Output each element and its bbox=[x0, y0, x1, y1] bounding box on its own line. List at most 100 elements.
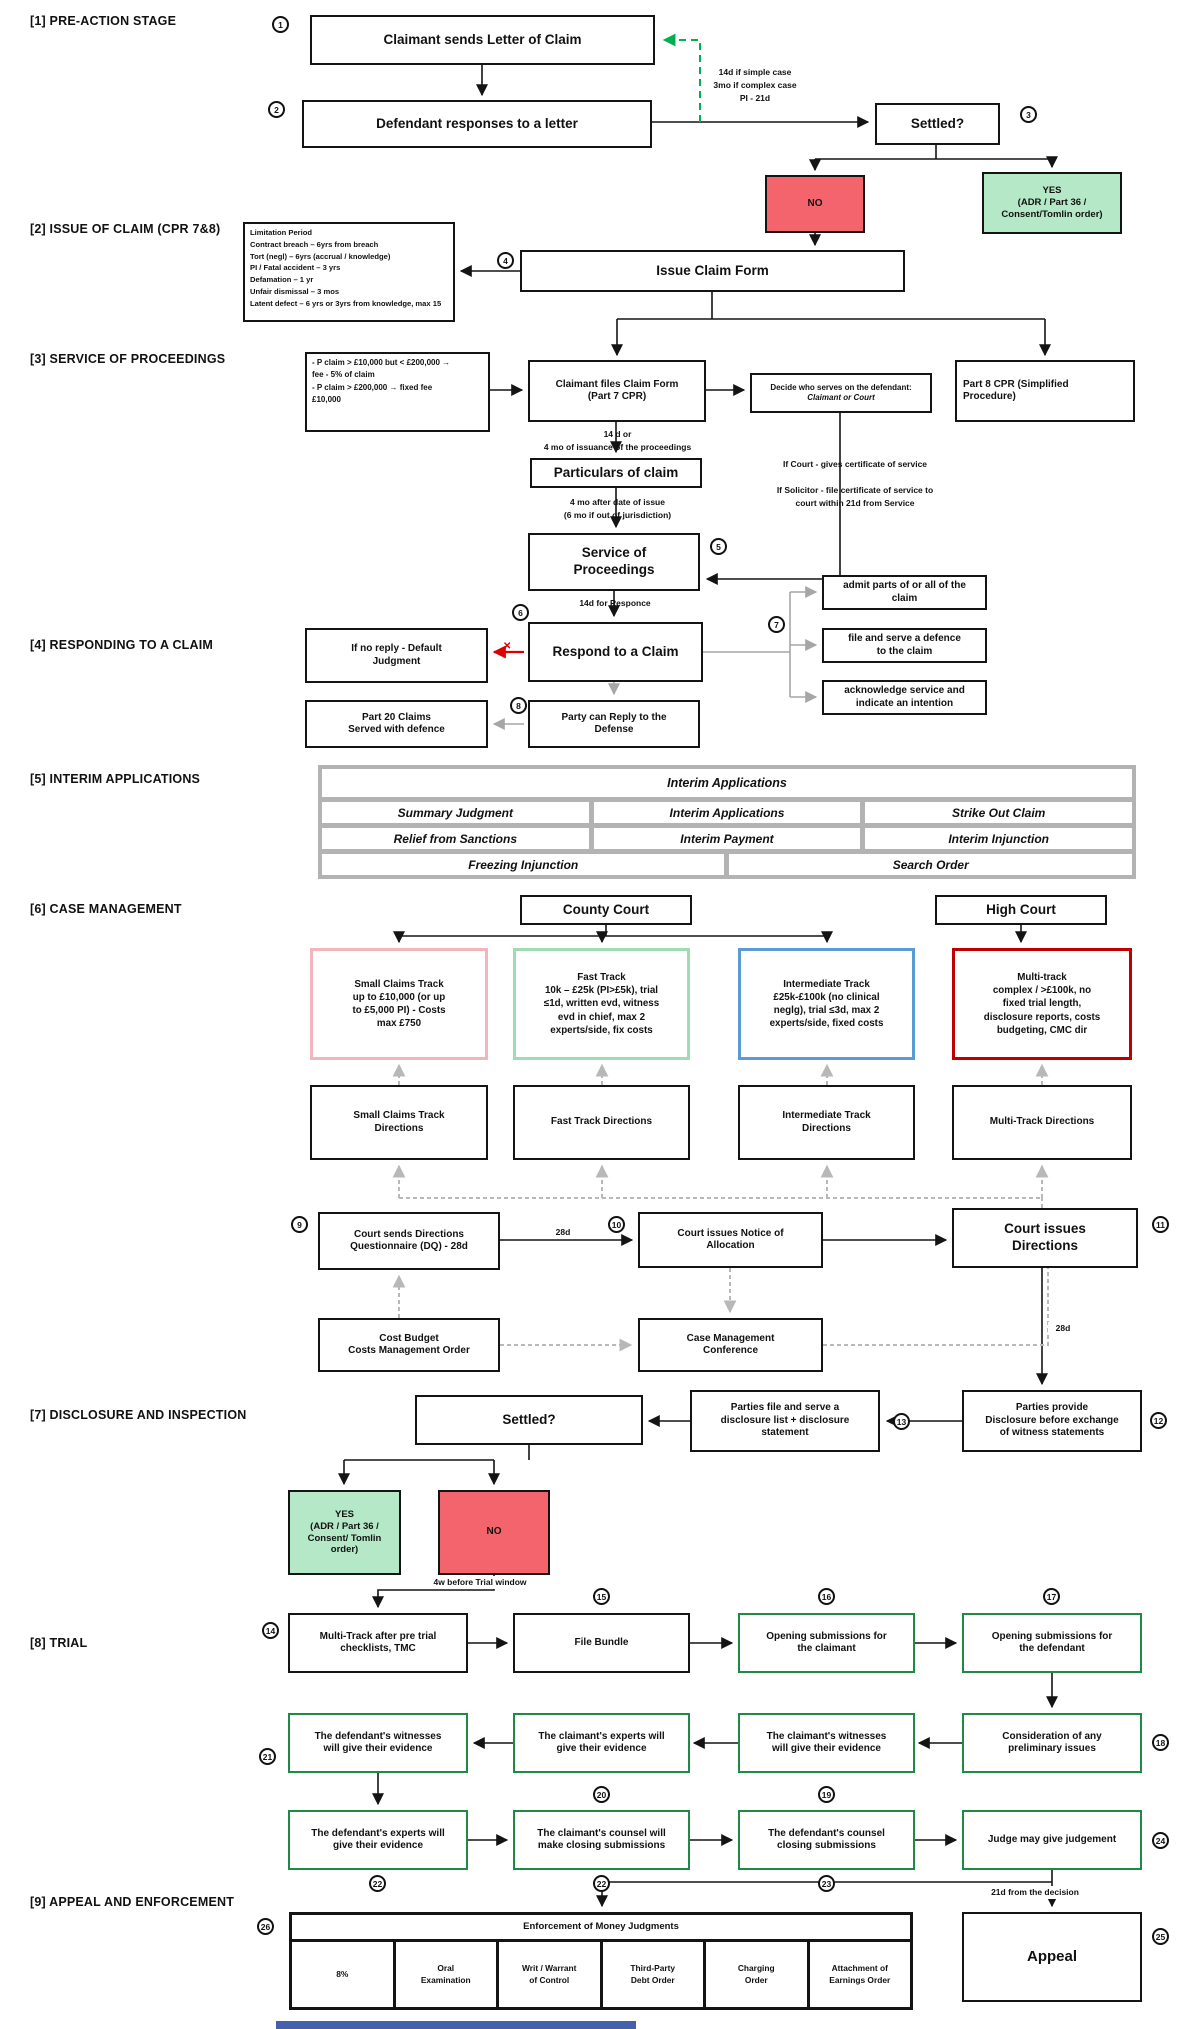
enforcement-cell-attachment-earnings: Attachment of Earnings Order bbox=[809, 1942, 910, 2007]
step-badge-18: 18 bbox=[1152, 1734, 1169, 1751]
node-small-claims-track: Small Claims Track up to £10,000 (or up … bbox=[310, 948, 488, 1060]
interim-cell-interim-payment: Interim Payment bbox=[593, 828, 861, 849]
step-badge-25: 25 bbox=[1152, 1928, 1169, 1945]
section-2-label: [2] ISSUE OF CLAIM (CPR 7&8) bbox=[30, 222, 221, 236]
enforcement-cell-interest: 8% bbox=[292, 1942, 393, 2007]
node-serve-defence: file and serve a defence to the claim bbox=[822, 628, 987, 663]
node-judge-judgement: Judge may give judgement bbox=[962, 1810, 1142, 1870]
node-small-claims-directions: Small Claims Track Directions bbox=[310, 1085, 488, 1160]
step-badge-3: 3 bbox=[1020, 106, 1037, 123]
node-defendant-experts: The defendant's experts will give their … bbox=[288, 1810, 468, 1870]
node-claimant-closing: The claimant's counsel will make closing… bbox=[513, 1810, 690, 1870]
step-badge-22b: 22 bbox=[593, 1875, 610, 1892]
note-if-solicitor: If Solicitor - file certificate of servi… bbox=[776, 485, 934, 508]
step-badge-16: 16 bbox=[818, 1588, 835, 1605]
node-intermediate-track: Intermediate Track £25k-£100k (no clinic… bbox=[738, 948, 915, 1060]
node-defendant-witnesses: The defendant's witnesses will give thei… bbox=[288, 1713, 468, 1773]
step-badge-14: 14 bbox=[262, 1622, 279, 1639]
section-6-label: [6] CASE MANAGEMENT bbox=[30, 902, 182, 916]
interim-cell-interim-applications: Interim Applications bbox=[593, 802, 861, 823]
node-service-of-proceedings: Service of Proceedings bbox=[528, 533, 700, 591]
node-settled-no-2: NO bbox=[438, 1490, 550, 1575]
note-directions-28d: 28d bbox=[1048, 1322, 1078, 1335]
node-cost-budget: Cost Budget Costs Management Order bbox=[318, 1318, 500, 1372]
node-case-management-conference: Case Management Conference bbox=[638, 1318, 823, 1372]
step-badge-13: 13 bbox=[893, 1413, 910, 1430]
node-court-issues-directions: Court issues Directions bbox=[952, 1208, 1138, 1268]
node-reply-to-defense: Party can Reply to the Defense bbox=[528, 700, 700, 748]
note-loop-back: 14d if simple case 3mo if complex case P… bbox=[713, 67, 797, 103]
node-respond-to-claim: Respond to a Claim bbox=[528, 622, 703, 682]
node-part20-claims: Part 20 Claims Served with defence bbox=[305, 700, 488, 748]
node-files-claim-form: Claimant files Claim Form (Part 7 CPR) bbox=[528, 360, 706, 422]
section-3-label: [3] SERVICE OF PROCEEDINGS bbox=[30, 352, 226, 366]
node-fast-track: Fast Track 10k – £25k (PI>£5k), trial ≤1… bbox=[513, 948, 690, 1060]
interim-cell-summary-judgment: Summary Judgment bbox=[322, 802, 589, 823]
note-trial-window: 4w before Trial window bbox=[395, 1576, 565, 1589]
note-if-court: If Court - gives certificate of service bbox=[782, 459, 928, 469]
node-multi-track: Multi-track complex / >£100k, no fixed t… bbox=[952, 948, 1132, 1060]
step-badge-21: 21 bbox=[259, 1748, 276, 1765]
decide-who-serves-line1: Decide who serves on the defendant: bbox=[770, 383, 912, 392]
node-settled-no-1: NO bbox=[765, 175, 865, 233]
step-badge-12: 12 bbox=[1150, 1412, 1167, 1429]
step-badge-19: 19 bbox=[818, 1786, 835, 1803]
interim-cell-relief-sanctions: Relief from Sanctions bbox=[322, 828, 589, 849]
node-claimant-experts: The claimant's experts will give their e… bbox=[513, 1713, 690, 1773]
step-badge-1: 1 bbox=[272, 16, 289, 33]
node-preliminary-issues: Consideration of any preliminary issues bbox=[962, 1713, 1142, 1773]
node-defendant-responses: Defendant responses to a letter bbox=[302, 100, 652, 148]
section-4-label: [4] RESPONDING TO A CLAIM bbox=[30, 638, 214, 652]
note-dq-28d: 28d bbox=[548, 1226, 578, 1239]
step-badge-22a: 22 bbox=[369, 1875, 386, 1892]
node-claimant-letter: Claimant sends Letter of Claim bbox=[310, 15, 655, 65]
node-opening-defendant: Opening submissions for the defendant bbox=[962, 1613, 1142, 1673]
note-response-deadline: 14d for Responce bbox=[579, 598, 651, 608]
enforcement-cell-oral-examination: Oral Examination bbox=[395, 1942, 496, 2007]
step-badge-11: 11 bbox=[1152, 1216, 1169, 1233]
step-badge-15: 15 bbox=[593, 1588, 610, 1605]
node-defendant-closing: The defendant's counsel closing submissi… bbox=[738, 1810, 915, 1870]
node-file-bundle: File Bundle bbox=[513, 1613, 690, 1673]
node-particulars-of-claim: Particulars of claim bbox=[530, 458, 702, 488]
enforcement-header: Enforcement of Money Judgments bbox=[292, 1915, 910, 1939]
interim-cell-freezing-injunction: Freezing Injunction bbox=[322, 854, 725, 875]
node-issue-claim-form: Issue Claim Form bbox=[520, 250, 905, 292]
step-badge-8: 8 bbox=[510, 697, 527, 714]
section-7-label: [7] DISCLOSURE AND INSPECTION bbox=[30, 1408, 247, 1422]
step-badge-6: 6 bbox=[512, 604, 529, 621]
node-multi-track-directions: Multi-Track Directions bbox=[952, 1085, 1132, 1160]
note-appeal-deadline: 21d from the decision bbox=[950, 1886, 1120, 1899]
node-county-court: County Court bbox=[520, 895, 692, 925]
node-opening-claimant: Opening submissions for the claimant bbox=[738, 1613, 915, 1673]
decide-who-serves-line2: Claimant or Court bbox=[807, 393, 875, 402]
node-directions-questionnaire: Court sends Directions Questionnaire (DQ… bbox=[318, 1212, 500, 1270]
node-acknowledge-service: acknowledge service and indicate an inte… bbox=[822, 680, 987, 715]
node-court-fees: - P claim > £10,000 but < £200,000 → fee… bbox=[305, 352, 490, 432]
node-appeal: Appeal bbox=[962, 1912, 1142, 2002]
step-badge-2: 2 bbox=[268, 101, 285, 118]
note-serve-deadline: 4 mo after date of issue (6 mo if out of… bbox=[563, 497, 672, 520]
step-badge-5: 5 bbox=[710, 538, 727, 555]
step-badge-20: 20 bbox=[593, 1786, 610, 1803]
section-9-label: [9] APPEAL AND ENFORCEMENT bbox=[30, 1895, 235, 1909]
node-default-judgment: If no reply - Default Judgment bbox=[305, 628, 488, 683]
node-settled-yes-1: YES (ADR / Part 36 / Consent/Tomlin orde… bbox=[982, 172, 1122, 234]
section-8-label: [8] TRIAL bbox=[30, 1636, 88, 1650]
interim-cell-search-order: Search Order bbox=[729, 854, 1132, 875]
interim-cell-interim-injunction: Interim Injunction bbox=[865, 828, 1132, 849]
interim-applications-table: Interim Applications Summary Judgment In… bbox=[318, 765, 1136, 879]
node-notice-of-allocation: Court issues Notice of Allocation bbox=[638, 1212, 823, 1268]
node-decide-who-serves: Decide who serves on the defendant: Clai… bbox=[750, 373, 932, 413]
step-badge-26: 26 bbox=[257, 1918, 274, 1935]
interim-header: Interim Applications bbox=[322, 769, 1132, 797]
enforcement-cell-charging-order: Charging Order bbox=[706, 1942, 807, 2007]
node-claimant-witnesses: The claimant's witnesses will give their… bbox=[738, 1713, 915, 1773]
bottom-blue-bar bbox=[276, 2021, 636, 2029]
node-settled-2: Settled? bbox=[415, 1395, 643, 1445]
node-settled-yes-2: YES (ADR / Part 36 / Consent/ Tomlin ord… bbox=[288, 1490, 401, 1575]
node-admit-claim: admit parts of or all of the claim bbox=[822, 575, 987, 610]
step-badge-23: 23 bbox=[818, 1875, 835, 1892]
